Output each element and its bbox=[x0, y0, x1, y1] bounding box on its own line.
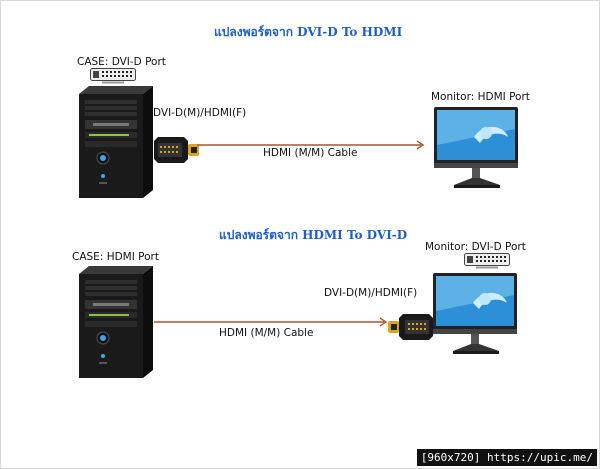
section2-adapter-label: DVI-D(M)/HDMI(F) bbox=[324, 287, 418, 299]
section1-title: แปลงพอร์ตจาก DVI-D To HDMI bbox=[214, 25, 403, 39]
section1-cable-label: HDMI (M/M) Cable bbox=[263, 147, 358, 159]
cable-arrow-1 bbox=[197, 140, 425, 150]
dvi-hdmi-adapter-icon bbox=[388, 314, 433, 340]
section2-title: แปลงพอร์ตจาก HDMI To DVI-D bbox=[219, 228, 408, 242]
section2-cable-label: HDMI (M/M) Cable bbox=[219, 327, 314, 339]
cable-arrow-2 bbox=[154, 317, 388, 327]
monitor-icon bbox=[433, 273, 517, 354]
watermark-stamp: [960x720] https://upic.me/ bbox=[416, 449, 597, 466]
dvi-port-icon bbox=[464, 253, 510, 269]
monitor-icon bbox=[434, 107, 518, 188]
section2-case-label: CASE: HDMI Port bbox=[72, 251, 159, 263]
dvi-hdmi-adapter-icon bbox=[154, 137, 199, 163]
section1-adapter-label: DVI-D(M)/HDMI(F) bbox=[153, 107, 247, 119]
pc-tower-icon bbox=[79, 266, 153, 378]
dvi-port-icon bbox=[90, 68, 136, 84]
section1-case-label: CASE: DVI-D Port bbox=[77, 56, 166, 68]
section2-monitor-label: Monitor: DVI-D Port bbox=[425, 241, 526, 253]
section1-monitor-label: Monitor: HDMI Port bbox=[431, 91, 530, 103]
pc-tower-icon bbox=[79, 86, 153, 198]
